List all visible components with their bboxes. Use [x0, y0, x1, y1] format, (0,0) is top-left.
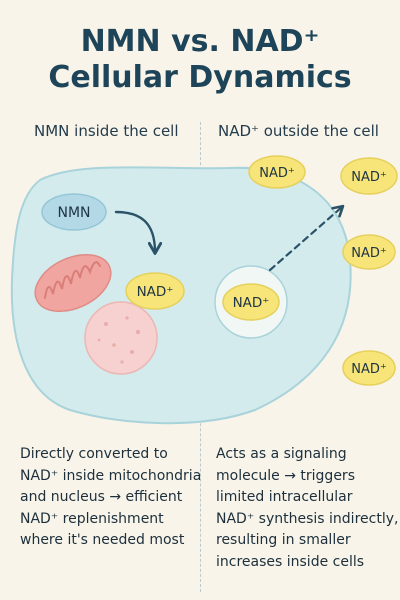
signaling-arrow-icon [268, 204, 345, 272]
left-description-line: NAD⁺ replenishment [20, 510, 164, 527]
right-description-line: limited intracellular [216, 489, 353, 505]
nad-inside-label: NAD⁺ [233, 295, 270, 311]
left-description: Directly converted to NAD⁺ inside mitoch… [20, 444, 201, 552]
nad-outside-molecule: NAD⁺ [248, 155, 306, 189]
nad-outside-label: NAD⁺ [351, 246, 387, 261]
nucleus-icon [84, 301, 158, 375]
conversion-arrow-icon [114, 210, 163, 255]
nad-outside-label: NAD⁺ [351, 362, 387, 377]
right-description-line: NAD⁺ synthesis indirectly, [216, 510, 399, 527]
left-description-line: Directly converted to [20, 446, 168, 462]
nad-outside-molecule: NAD⁺ [342, 350, 396, 386]
left-description-line: NAD⁺ inside mitochondria [20, 467, 202, 484]
nad-inside-molecule: NAD⁺ [214, 265, 288, 339]
title-line-1: NMN vs. NAD⁺ [80, 24, 320, 59]
right-description-line: resulting in smaller [216, 532, 351, 548]
nad-converted-label: NAD⁺ [137, 284, 174, 300]
left-description-line: where it's needed most [20, 532, 185, 548]
right-description: Acts as a signaling molecule → triggers … [216, 444, 398, 573]
nad-outside-molecule: NAD⁺ [342, 234, 396, 270]
left-description-line: and nucleus → efficient [20, 489, 183, 505]
nmn-label: NMN [57, 205, 90, 221]
right-description-line: Acts as a signaling [216, 446, 347, 462]
nad-outside-molecule: NAD⁺ [340, 157, 398, 195]
nad-outside-label: NAD⁺ [351, 170, 387, 185]
title-line-2: Cellular Dynamics [48, 60, 352, 95]
page-title: NMN vs. NAD⁺ Cellular Dynamics [0, 24, 400, 96]
nad-converted-molecule: NAD⁺ [125, 272, 185, 310]
right-description-line: molecule → triggers [216, 467, 355, 484]
mitochondria-icon [34, 253, 112, 313]
left-section-heading: NMN inside the cell [34, 122, 179, 140]
right-section-heading: NAD⁺ outside the cell [218, 122, 379, 140]
nad-outside-label: NAD⁺ [259, 166, 295, 181]
nmn-molecule: NMN [41, 193, 107, 231]
right-description-line: increases inside cells [216, 553, 365, 570]
